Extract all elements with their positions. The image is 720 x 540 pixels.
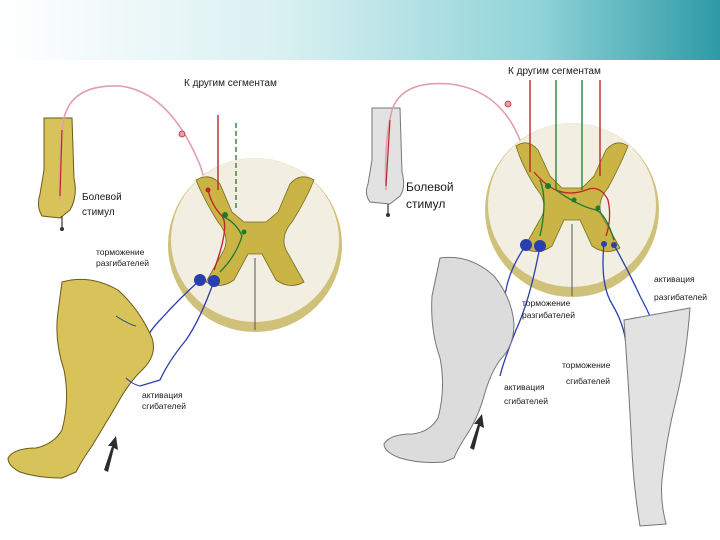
right-other-segments-label: К другим сегментам — [508, 66, 601, 77]
left-movement-arrow — [104, 436, 118, 472]
left-panel: К другим сегментам Болевой стимул тормож… — [8, 78, 342, 478]
right-extensor-activation-label-2: разгибателей — [654, 292, 707, 302]
right-extensor-inhibition-label-2: разгибателей — [522, 310, 575, 320]
right-flexor-inhibition-label-1: торможение — [562, 360, 611, 370]
left-leg — [8, 279, 154, 478]
right-pain-stimulus-label-1: Болевой — [406, 180, 454, 194]
right-pain-stimulus-label-2: стимул — [406, 197, 445, 211]
left-pain-stimulus-label-1: Болевой — [82, 192, 122, 203]
right-flexor-activation-label-1: активация — [504, 382, 545, 392]
right-flexed-leg — [384, 257, 514, 462]
left-other-segments-label: К другим сегментам — [184, 78, 277, 89]
right-extensor-activation-label-1: активация — [654, 274, 695, 284]
right-flexor-activation-label-2: сгибателей — [504, 396, 548, 406]
left-flexor-inhibition-label-1: торможение — [96, 247, 145, 257]
right-foot — [366, 108, 403, 204]
left-pain-stimulus-label-2: стимул — [82, 207, 115, 218]
right-extensor-inhibition-label-1: торможение — [522, 298, 571, 308]
right-straight-leg — [624, 308, 690, 526]
right-panel: К другим сегментам Болевой стимул актива… — [366, 66, 707, 526]
right-flexor-inhibition-label-2: сгибателей — [566, 376, 610, 386]
left-sensory-fiber — [60, 86, 209, 200]
left-flexor-inhibition-label-2: разгибателей — [96, 258, 149, 268]
left-foot — [38, 118, 75, 218]
left-spinal-cord — [168, 158, 342, 332]
left-flexor-activation-label-2: сгибателей — [142, 401, 186, 411]
left-flexor-activation-label-1: активация — [142, 390, 183, 400]
